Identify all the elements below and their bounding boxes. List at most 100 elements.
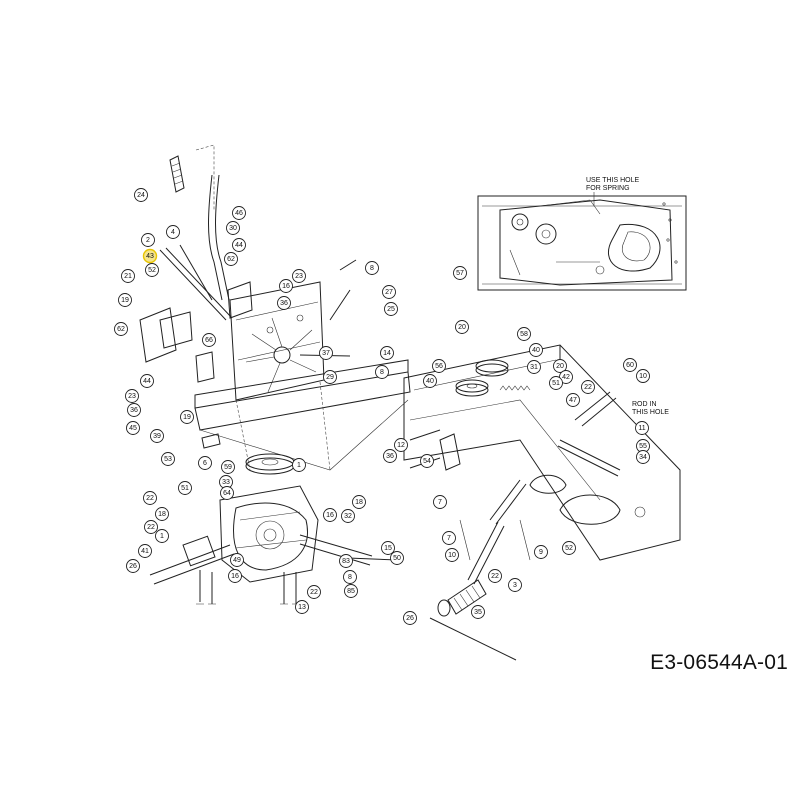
- callout-bubble: [180, 410, 194, 424]
- callout-bubble: [488, 569, 502, 583]
- callout-35: 35: [471, 605, 485, 619]
- callout-36: 36: [383, 449, 397, 463]
- callout-bubble: [140, 374, 154, 388]
- callout-number: 21: [124, 273, 132, 280]
- callout-bubble: [232, 206, 246, 220]
- callout-number: 58: [520, 331, 528, 338]
- callout-number: 59: [224, 464, 232, 471]
- callout-64: 64: [220, 486, 234, 500]
- callout-53: 53: [161, 452, 175, 466]
- callout-20: 20: [553, 359, 567, 373]
- callout-bubble: [517, 327, 531, 341]
- callout-number: 85: [347, 588, 355, 595]
- callout-number: 44: [143, 378, 151, 385]
- callout-57: 57: [453, 266, 467, 280]
- callout-bubble: [343, 570, 357, 584]
- callout-bubble: [403, 611, 417, 625]
- callout-bubble: [445, 548, 459, 562]
- callout-bubble: [144, 520, 158, 534]
- callout-50: 50: [390, 551, 404, 565]
- callout-bubble: [636, 369, 650, 383]
- callout-number: 20: [458, 324, 466, 331]
- diagram-code: E3-06544A-01: [650, 651, 788, 674]
- callout-number: 35: [474, 609, 482, 616]
- callout-66: 66: [202, 333, 216, 347]
- callout-number: 26: [406, 615, 414, 622]
- callout-bubble: [142, 248, 158, 264]
- callout-3: 3: [508, 578, 522, 592]
- callout-number: 10: [639, 373, 647, 380]
- callout-27: 27: [382, 285, 396, 299]
- callout-bubble: [141, 233, 155, 247]
- callout-bubble: [529, 343, 543, 357]
- callout-11: 11: [635, 421, 649, 435]
- callout-bubble: [155, 529, 169, 543]
- callout-58: 58: [517, 327, 531, 341]
- callout-7: 7: [442, 531, 456, 545]
- callout-number: 36: [130, 407, 138, 414]
- callout-bubble: [226, 221, 240, 235]
- callout-44: 44: [232, 238, 246, 252]
- spring-hole-note-line-2: FOR SPRING: [586, 185, 630, 192]
- callout-bubble: [380, 346, 394, 360]
- callout-number: 15: [384, 545, 392, 552]
- callout-number: 39: [153, 433, 161, 440]
- callout-number: 19: [183, 414, 191, 421]
- callout-number: 43: [146, 253, 154, 260]
- callout-number: 8: [348, 574, 352, 581]
- callout-number: 22: [310, 589, 318, 596]
- callout-bubble: [224, 252, 238, 266]
- callout-54: 54: [420, 454, 434, 468]
- callout-14: 14: [380, 346, 394, 360]
- callout-number: 12: [397, 442, 405, 449]
- callout-bubble: [534, 545, 548, 559]
- callout-number: 30: [229, 225, 237, 232]
- callout-bubble: [155, 507, 169, 521]
- callout-16: 16: [228, 569, 242, 583]
- callout-number: 9: [539, 549, 543, 556]
- callout-20: 20: [455, 320, 469, 334]
- callout-bubble: [292, 458, 306, 472]
- callout-bubble: [277, 296, 291, 310]
- callout-bubble: [323, 370, 337, 384]
- callout-number: 36: [386, 453, 394, 460]
- callout-13: 13: [295, 600, 309, 614]
- callout-number: 47: [569, 397, 577, 404]
- callout-number: 55: [639, 443, 647, 450]
- callout-62: 62: [114, 322, 128, 336]
- callout-number: 60: [626, 362, 634, 369]
- callout-16: 16: [323, 508, 337, 522]
- callout-10: 10: [636, 369, 650, 383]
- callout-31: 31: [527, 360, 541, 374]
- callout-number: 54: [423, 458, 431, 465]
- callout-number: 31: [530, 364, 538, 371]
- callout-7: 7: [433, 495, 447, 509]
- callout-bubble: [382, 285, 396, 299]
- callout-bubble: [221, 460, 235, 474]
- callout-number: 32: [344, 513, 352, 520]
- spring-hole-note-line-1: USE THIS HOLE: [586, 177, 639, 184]
- callout-51: 51: [549, 376, 563, 390]
- callout-bubble: [549, 376, 563, 390]
- callout-bubble: [220, 486, 234, 500]
- callout-number: 18: [355, 499, 363, 506]
- callout-number: 41: [141, 548, 149, 555]
- callout-52: 52: [562, 541, 576, 555]
- callout-number: 3: [513, 582, 517, 589]
- callout-9: 9: [534, 545, 548, 559]
- callout-8: 8: [343, 570, 357, 584]
- callout-36: 36: [277, 296, 291, 310]
- callout-bubble: [352, 495, 366, 509]
- callout-60: 60: [623, 358, 637, 372]
- callout-number: 16: [326, 512, 334, 519]
- callout-29: 29: [323, 370, 337, 384]
- callout-83: 83: [339, 554, 353, 568]
- callout-number: 14: [383, 350, 391, 357]
- callout-22: 22: [307, 585, 321, 599]
- callout-19: 19: [118, 293, 132, 307]
- callout-52: 52: [145, 263, 159, 277]
- callout-bubble: [383, 449, 397, 463]
- callout-bubble: [423, 374, 437, 388]
- callout-bubble: [178, 481, 192, 495]
- callout-39: 39: [150, 429, 164, 443]
